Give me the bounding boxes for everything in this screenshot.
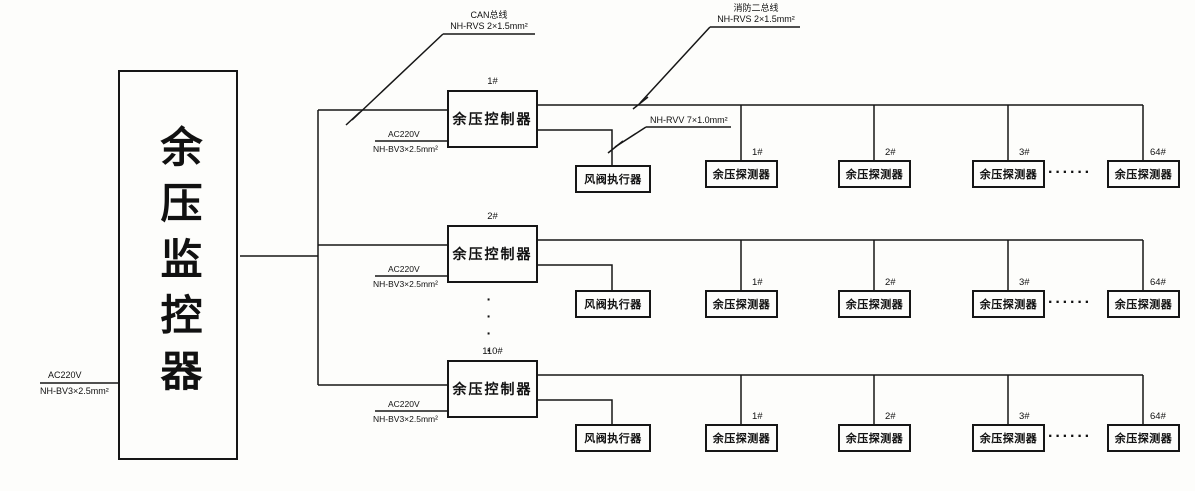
detector-id: 64# [1150,277,1166,288]
valve-actuator-label: 风阀执行器 [584,174,642,186]
pressure-detector-label: 余压探测器 [712,169,771,181]
pressure-detector-box: 余压探测器 [1107,160,1180,188]
pressure-controller-label: 余压控制器 [452,246,533,262]
valve-actuator-box: 风阀执行器 [575,290,651,318]
pressure-detector-label: 余压探测器 [979,169,1038,181]
detector-id: 1# [752,411,763,422]
fire-bus-name: 消防二总线 [733,3,779,13]
controller-id: 2# [487,211,498,222]
pressure-detector-label: 余压探测器 [712,433,771,445]
detector-id: 64# [1150,147,1166,158]
valve-actuator-label: 风阀执行器 [584,433,642,445]
can-bus-name: CAN总线 [470,10,508,20]
pressure-detector-box: 余压探测器 [705,424,778,452]
detector-id: 3# [1019,411,1030,422]
pressure-detector-label: 余压探测器 [712,299,771,311]
pressure-controller-box: 余压控制器 [447,225,538,283]
pressure-detector-label: 余压探测器 [845,169,904,181]
ellipsis-dots: ······ [1048,164,1092,181]
pressure-controller-label: 余压控制器 [452,381,533,397]
detector-id: 2# [885,411,896,422]
pressure-detector-label: 余压探测器 [1114,299,1173,311]
fire-bus-cable: NH-RVS 2×1.5mm² [717,14,795,24]
pressure-detector-box: 余压探测器 [838,424,911,452]
valve-actuator-box: 风阀执行器 [575,424,651,452]
controller-power-voltage-label: AC220V [388,264,420,274]
pressure-detector-box: 余压探测器 [972,290,1045,318]
ellipsis-dots: ······ [1048,294,1092,311]
pressure-detector-label: 余压探测器 [845,299,904,311]
pressure-controller-label: 余压控制器 [452,111,533,127]
controller-power-cable-label: NH-BV3×2.5mm² [373,144,438,154]
pressure-detector-box: 余压探测器 [1107,290,1180,318]
can-bus-cable: NH-RVS 2×1.5mm² [450,21,528,31]
pressure-detector-label: 余压探测器 [1114,169,1173,181]
pressure-controller-box: 余压控制器 [447,360,538,418]
controller-id: 110# [482,346,503,357]
controller-power-cable-label: NH-BV3×2.5mm² [373,414,438,424]
detector-id: 3# [1019,277,1030,288]
detector-id: 64# [1150,411,1166,422]
fire-bus-label: 消防二总线 NH-RVS 2×1.5mm² [710,3,802,25]
pressure-detector-box: 余压探测器 [705,160,778,188]
pressure-detector-label: 余压探测器 [845,433,904,445]
main-monitor-box: 余压监控器 [118,70,238,460]
detector-id: 2# [885,147,896,158]
controller-power-voltage-label: AC220V [388,399,420,409]
controller-power-cable-label: NH-BV3×2.5mm² [373,279,438,289]
pressure-detector-box: 余压探测器 [1107,424,1180,452]
can-bus-label: CAN总线 NH-RVS 2×1.5mm² [443,10,535,32]
main-monitor-label: 余压监控器 [155,125,202,405]
pressure-detector-box: 余压探测器 [838,160,911,188]
valve-cable-label: NH-RVV 7×1.0mm² [650,115,728,125]
detector-id: 1# [752,277,763,288]
main-power-voltage-label: AC220V [48,370,82,380]
detector-id: 2# [885,277,896,288]
valve-actuator-label: 风阀执行器 [584,299,642,311]
controller-id: 1# [487,76,498,87]
pressure-controller-box: 余压控制器 [447,90,538,148]
pressure-detector-box: 余压探测器 [705,290,778,318]
pressure-detector-box: 余压探测器 [838,290,911,318]
detector-id: 1# [752,147,763,158]
pressure-detector-label: 余压探测器 [979,299,1038,311]
main-power-cable-label: NH-BV3×2.5mm² [40,386,109,396]
pressure-detector-label: 余压探测器 [1114,433,1173,445]
valve-actuator-box: 风阀执行器 [575,165,651,193]
detector-id: 3# [1019,147,1030,158]
ellipsis-dots: ······ [1048,428,1092,445]
pressure-detector-box: 余压探测器 [972,160,1045,188]
controller-power-voltage-label: AC220V [388,129,420,139]
pressure-detector-label: 余压探测器 [979,433,1038,445]
pressure-detector-box: 余压探测器 [972,424,1045,452]
